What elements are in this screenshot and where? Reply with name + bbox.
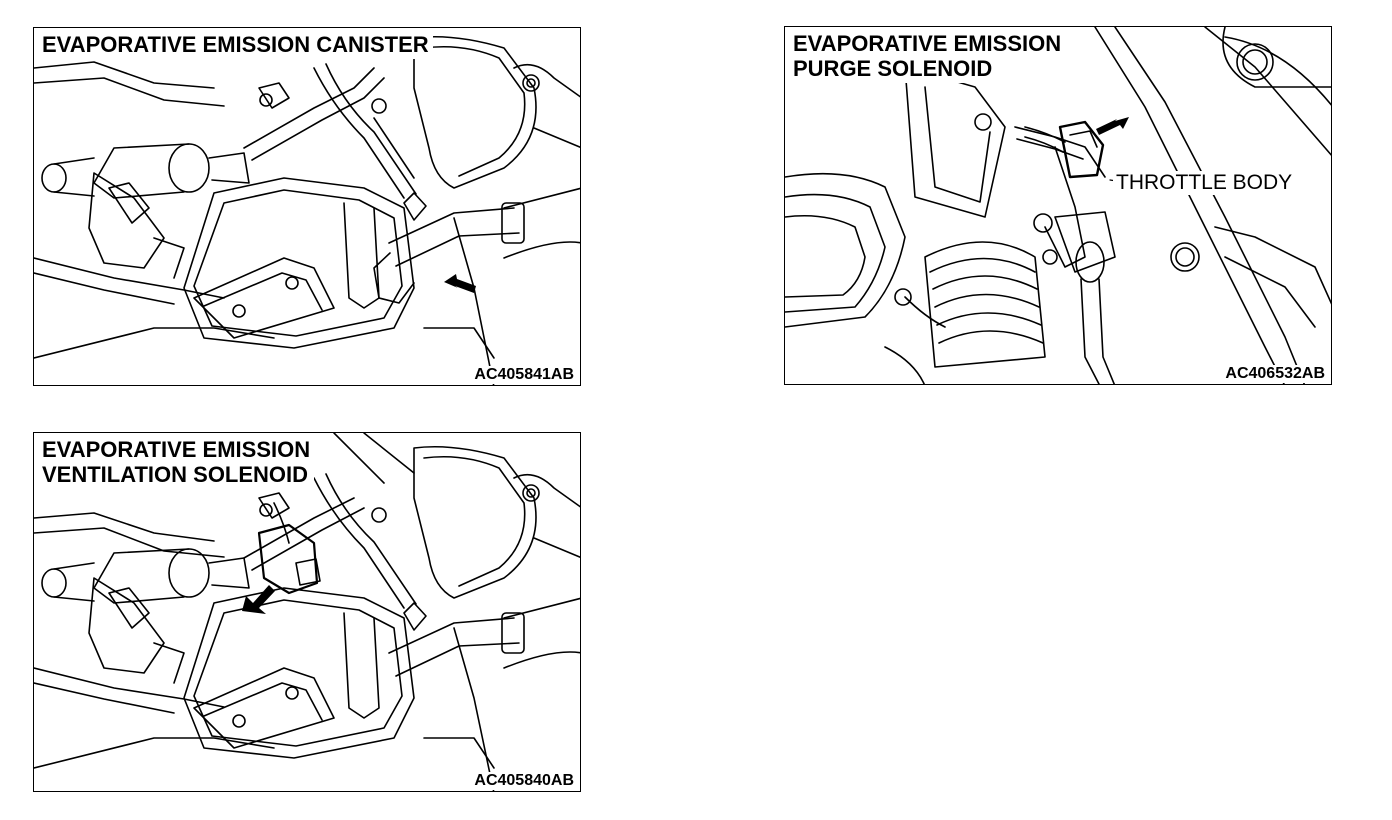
- figure-code: AC405841AB: [472, 366, 576, 384]
- arrow-icon: [242, 585, 275, 614]
- ventilation-solenoid-illustration: [34, 433, 580, 791]
- callout-label: THROTTLE BODY: [1113, 171, 1296, 195]
- figure-title: EVAPORATIVE EMISSION CANISTER: [40, 32, 433, 59]
- figure-code: AC406532AB: [1223, 365, 1327, 383]
- figure-title: EVAPORATIVE EMISSION VENTILATION SOLENOI…: [40, 437, 315, 489]
- figure-purge-solenoid: EVAPORATIVE EMISSION PURGE SOLENOID THRO…: [784, 26, 1332, 385]
- purge-solenoid-illustration: [785, 27, 1331, 384]
- figure-code: AC405840AB: [472, 772, 576, 790]
- figure-ventilation-solenoid: EVAPORATIVE EMISSION VENTILATION SOLENOI…: [33, 432, 581, 792]
- arrow-icon: [444, 274, 476, 293]
- arrow-icon: [1096, 117, 1129, 135]
- canister-illustration: [34, 36, 580, 385]
- figure-title: EVAPORATIVE EMISSION PURGE SOLENOID: [791, 31, 1066, 83]
- figure-canister: EVAPORATIVE EMISSION CANISTER AC405841AB: [33, 27, 581, 386]
